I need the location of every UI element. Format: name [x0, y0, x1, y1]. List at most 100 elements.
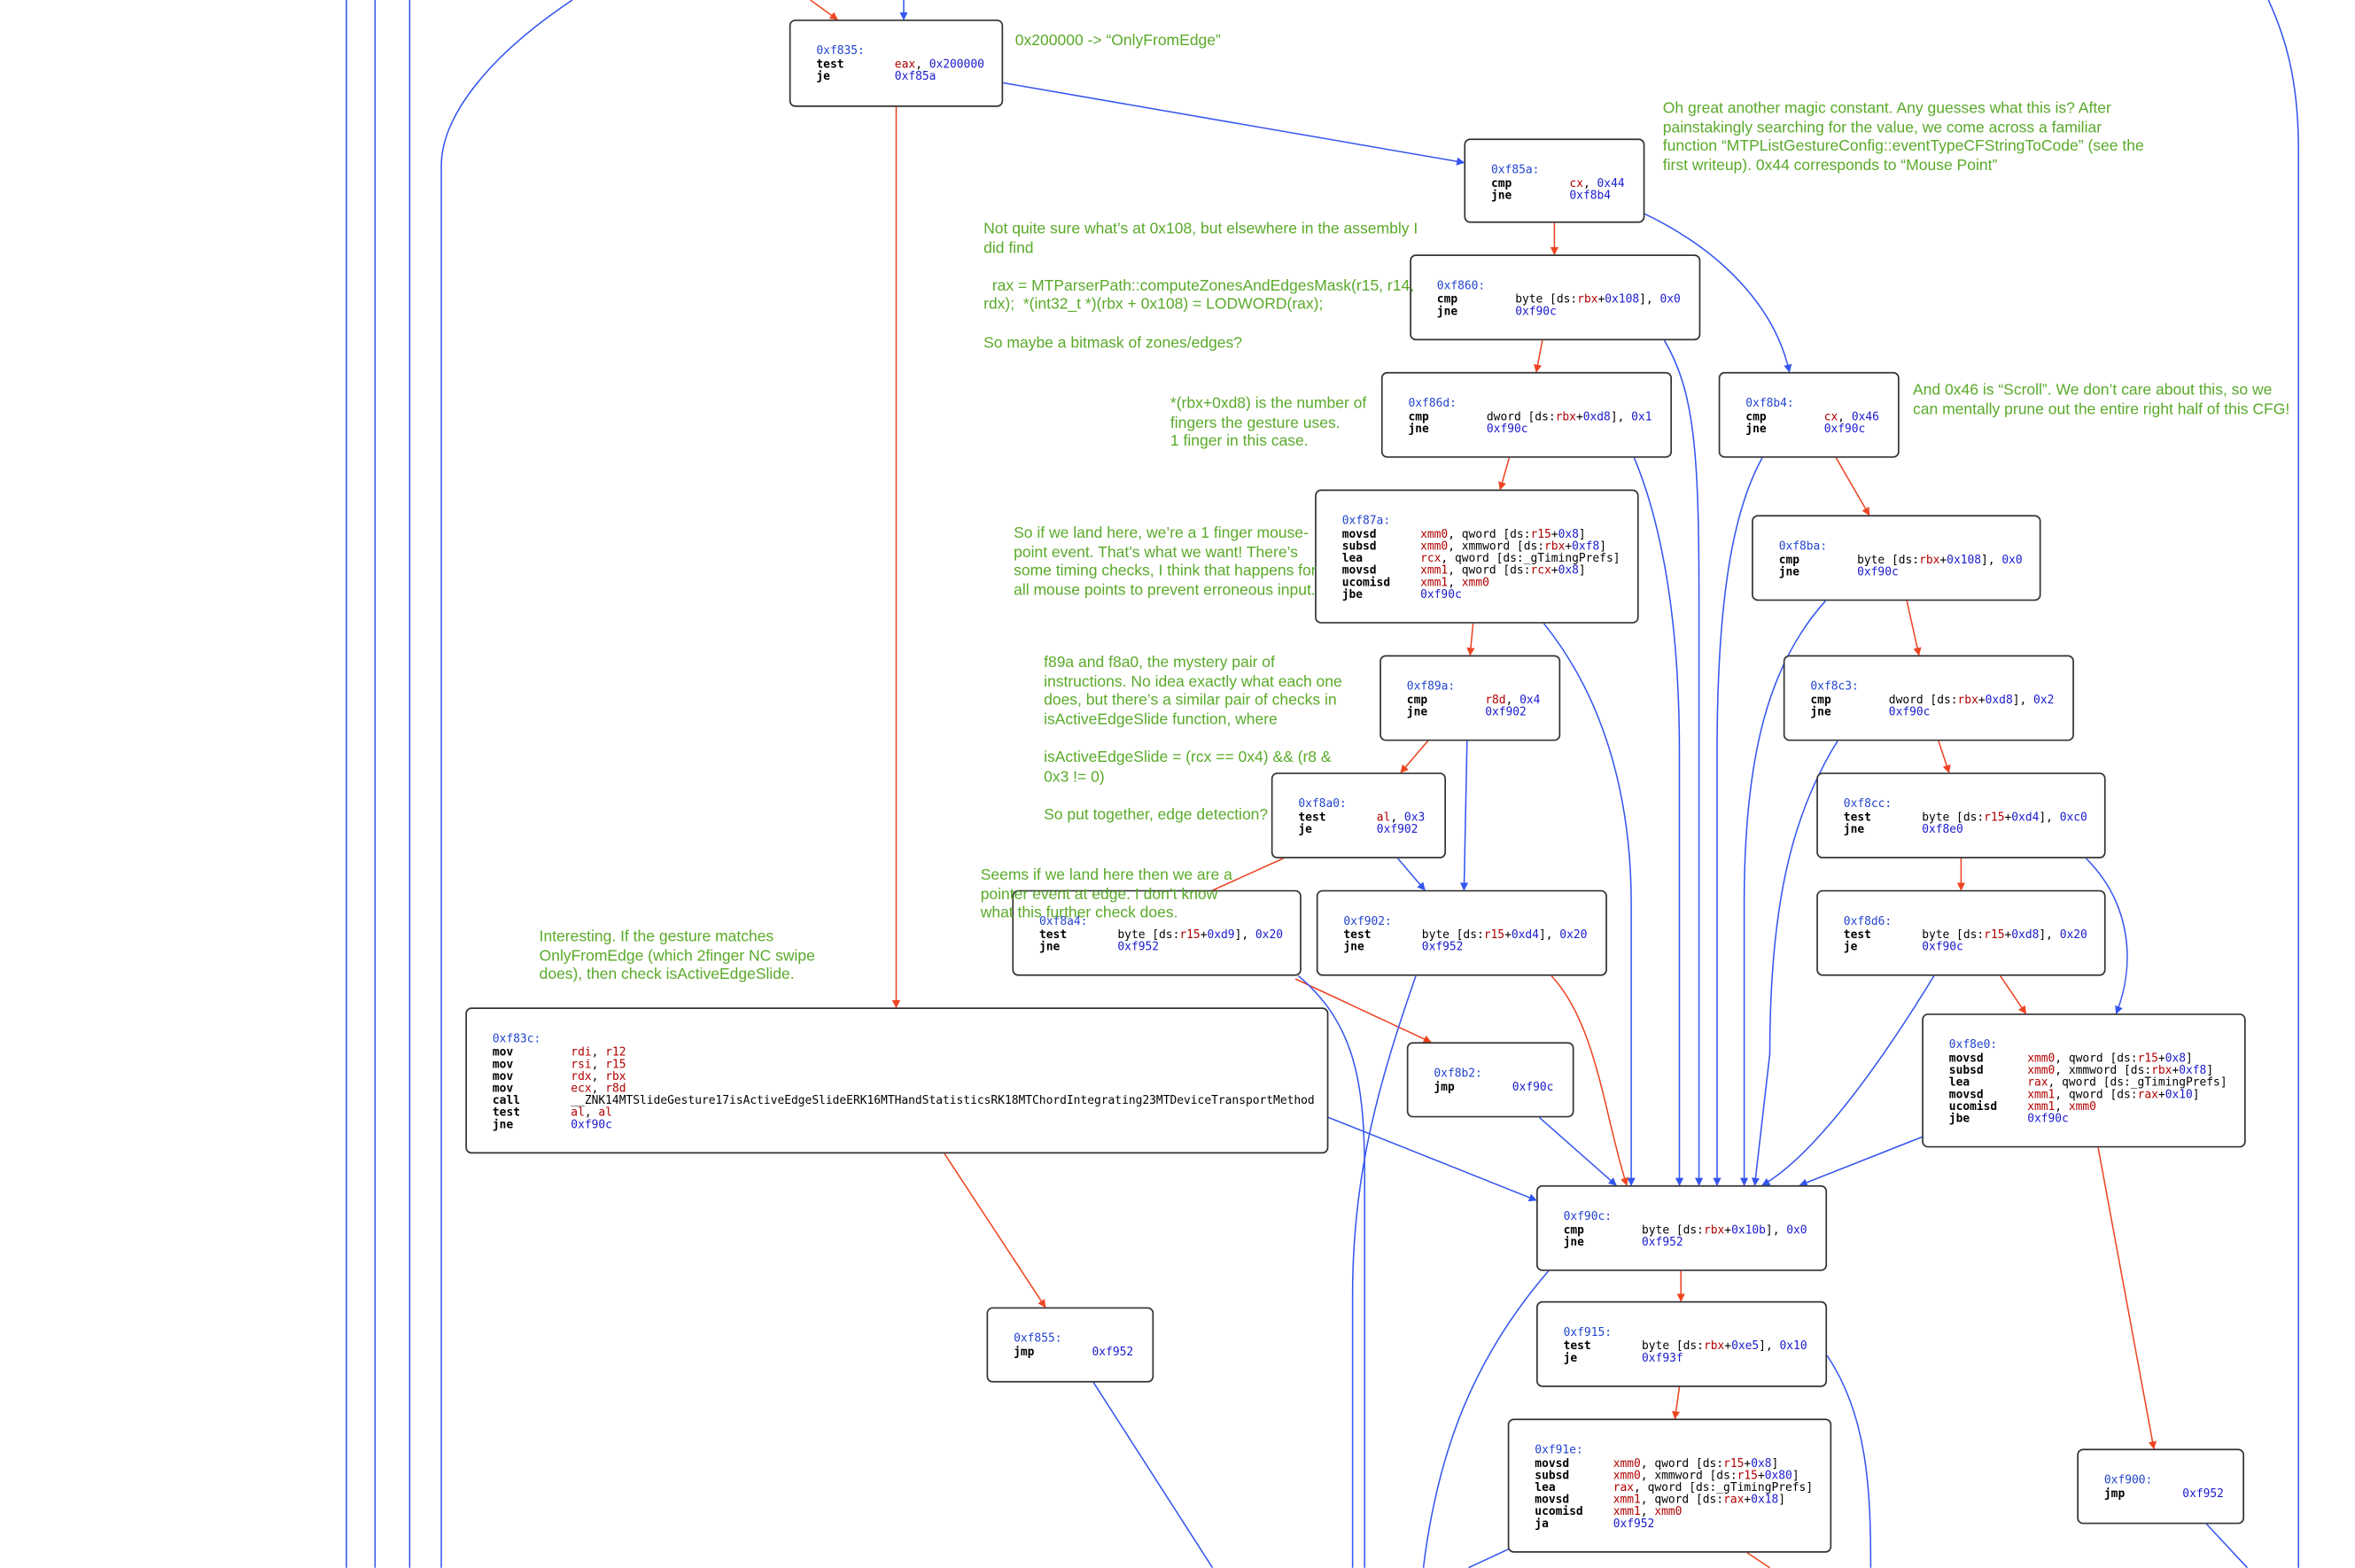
edge-8e0-90c — [1799, 1136, 1923, 1187]
operands: byte [ds:r15+0xd4], 0xc0 — [1922, 810, 2087, 824]
operands: xmm1, qword [ds:rax+0x18] — [1613, 1492, 1786, 1506]
instruction-row: jne 0xf90c — [492, 1117, 1315, 1131]
edge-8b4-90c — [1713, 457, 1763, 1186]
block-address: 0xf8cc: — [1843, 796, 1893, 811]
mnemonic: jne — [1843, 822, 1865, 836]
block-address: 0xf8ba: — [1778, 539, 1828, 553]
mnemonic: cmp — [1778, 552, 1800, 567]
edge-83c-90c — [1328, 1116, 1537, 1202]
edge-89a-8a0 — [1400, 740, 1429, 773]
operands: xmm0, qword [ds:r15+0x8] — [2027, 1051, 2193, 1065]
edge-loop-left-4 — [440, 0, 573, 1568]
operands: 0xf85a — [894, 69, 937, 83]
mnemonic: test — [816, 57, 844, 71]
edge-915-91e — [1672, 1386, 1681, 1420]
mnemonic: test — [1563, 1339, 1591, 1353]
operands: byte [ds:r15+0xd4], 0x20 — [1421, 928, 1588, 942]
block-address: 0xf900: — [2103, 1472, 2153, 1486]
mnemonic: jbe — [1948, 1111, 1970, 1125]
operands: rsi, r15 — [571, 1057, 626, 1071]
block-address: 0xf83c: — [492, 1031, 541, 1045]
edge-87a-89a — [1466, 623, 1475, 656]
operands: rdi, r12 — [571, 1044, 626, 1060]
edge-in-red — [810, 0, 838, 20]
mnemonic: jne — [1778, 564, 1800, 578]
annotation-scroll: And 0x46 is “Scroll”. We don’t care abou… — [1913, 382, 2290, 418]
mnemonic: test — [1843, 810, 1871, 824]
operands: 0xf902 — [1485, 704, 1527, 718]
mnemonic: lea — [1535, 1480, 1556, 1494]
operands: 0xf90c — [571, 1117, 612, 1131]
mnemonic: mov — [492, 1057, 514, 1071]
operands: al, 0x3 — [1376, 810, 1426, 824]
operands: 0xf952 — [1613, 1516, 1655, 1531]
block-0xf8ba[interactable]: 0xf8ba:cmp byte [ds:rbx+0x108], 0x0 jne 0xf… — [1752, 515, 2041, 602]
block-address: 0xf902: — [1343, 913, 1392, 928]
operands: eax, 0x200000 — [894, 57, 984, 71]
edge-915-93f — [1826, 1355, 1872, 1568]
annotation-magic-constant: Oh great another magic constant. Any gue… — [1662, 100, 2144, 175]
annotation-pointer-edge: Seems if we land here then we are a poin… — [980, 867, 1232, 922]
edge-8d6-90c — [1761, 975, 1935, 1186]
block-address: 0xf89a: — [1406, 679, 1456, 693]
operands: 0xf952 — [1421, 939, 1464, 954]
block-address: 0xf855: — [1014, 1331, 1062, 1346]
edge-900-952 — [2205, 1523, 2248, 1568]
mnemonic: jne — [492, 1117, 514, 1131]
block-address: 0xf8b2: — [1434, 1066, 1482, 1080]
instruction-row: cmp byte [ds:rbx+0x108], 0x0 — [1778, 552, 2027, 567]
operands: byte [ds:r15+0xd8], 0x20 — [1922, 928, 2087, 942]
edge-860-86d — [1534, 340, 1543, 373]
operands: 0xf952 — [2182, 1486, 2224, 1501]
mnemonic: cmp — [1408, 409, 1429, 423]
operands: xmm1, qword [ds:rcx+0x8] — [1420, 563, 1586, 578]
edge-91e-next — [1746, 1552, 1770, 1568]
operands: 0xf90c — [1857, 564, 1899, 578]
operands: byte [ds:rbx+0x108], 0x0 — [1857, 552, 2023, 567]
operands: byte [ds:r15+0xd9], 0x20 — [1117, 928, 1284, 942]
mnemonic: jne — [1491, 188, 1512, 202]
operands: dword [ds:rbx+0xd8], 0x1 — [1486, 409, 1652, 423]
mnemonic: mov — [492, 1081, 514, 1095]
edge-860-90c — [1663, 339, 1704, 1186]
mnemonic: subsd — [1535, 1468, 1570, 1482]
